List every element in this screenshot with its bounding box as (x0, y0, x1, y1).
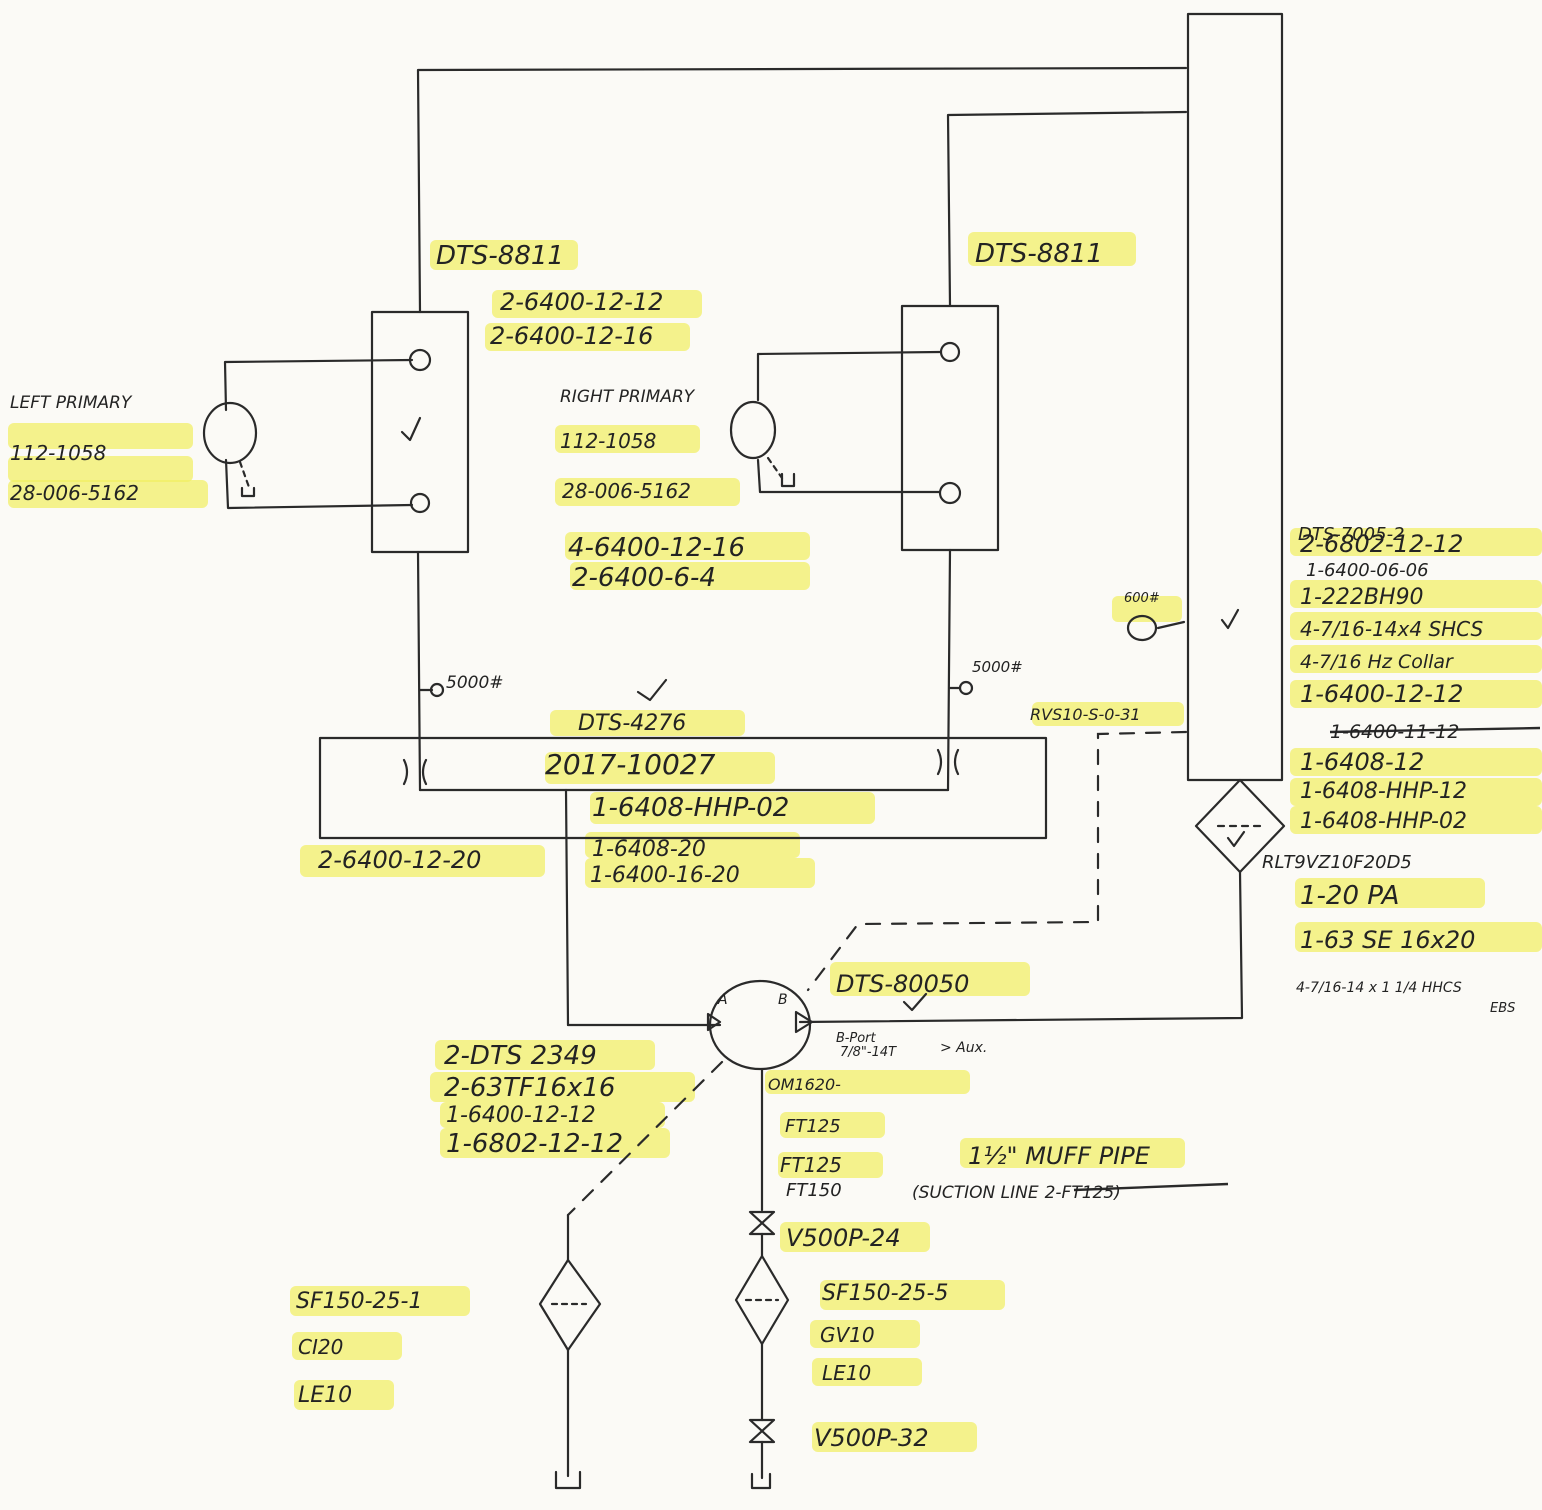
label-left-pn2: 28-006-5162 (10, 481, 139, 505)
label-gauge-right: 5000# (972, 658, 1023, 676)
label-dts8811-left: DTS-8811 (436, 241, 564, 271)
left-primary-pump (202, 401, 258, 465)
valve-v500p-24 (748, 1210, 776, 1236)
label-ft150: FT150 (786, 1180, 842, 1201)
label-left-list-1: 2-DTS 2349 (444, 1041, 597, 1071)
label-2017-10027: 2017-10027 (545, 748, 716, 781)
label-dts8811-right: DTS-8811 (975, 239, 1103, 269)
label-rr3: 4-7/16-14 x 1 1/4 HHCS (1296, 980, 1462, 996)
highlighter-marks (8, 232, 1542, 1452)
label-right-list-9: 1-6408-HHP-12 (1300, 779, 1467, 804)
label-dts80050: DTS-80050 (836, 970, 969, 998)
label-left-list-2: 2-63TF16x16 (444, 1073, 615, 1103)
label-rlt: RLT9VZ10F20D5 (1262, 852, 1412, 873)
label-rr1: 1-20 PA (1300, 881, 1399, 911)
pump-dts-80050 (708, 979, 812, 1071)
label-fitting-b2: 1-6400-16-20 (590, 863, 740, 888)
label-port-a: A (717, 992, 728, 1008)
label-sf150-25-1: SF150-25-1 (296, 1289, 422, 1314)
label-mid-fitting2: 2-6400-6-4 (572, 563, 716, 593)
label-muff-pipe: 1½" MUFF PIPE (968, 1142, 1151, 1170)
label-thread: 7/8"-14T (840, 1045, 897, 1060)
label-left-primary: LEFT PRIMARY (10, 393, 133, 413)
suction-filter-left (538, 1258, 602, 1352)
label-right-pn1: 112-1058 (560, 429, 656, 453)
label-mid-fitting1: 4-6400-12-16 (568, 533, 745, 563)
label-rr2: 1-63 SE 16x20 (1300, 926, 1475, 954)
label-right-list-6: 1-6400-12-12 (1300, 680, 1463, 708)
label-ft125-b: FT125 (780, 1153, 842, 1177)
label-b-port: B-Port (836, 1031, 877, 1046)
label-left-pn1: 112-1058 (10, 441, 106, 465)
label-fitting-b1: 1-6408-20 (592, 837, 706, 862)
label-port-b: B (778, 992, 788, 1008)
label-v500p-24: V500P-24 (786, 1224, 901, 1252)
label-right-list-2: 1-6400-06-06 (1306, 560, 1429, 581)
label-left-bottom: 2-6400-12-20 (318, 846, 481, 874)
label-right-list-1: 2-6802-12-12 (1300, 530, 1463, 558)
label-right-pn2: 28-006-5162 (562, 479, 691, 503)
label-ft125-a: FT125 (785, 1116, 841, 1137)
label-gauge-top: 600# (1124, 591, 1160, 606)
label-right-list-4: 4-7/16-14x4 SHCS (1300, 617, 1484, 641)
circuit-lines (202, 12, 1541, 1490)
right-primary-pump (729, 400, 777, 460)
label-le10-right: LE10 (822, 1361, 871, 1385)
label-left-list-3: 1-6400-12-12 (446, 1103, 596, 1128)
label-right-primary: RIGHT PRIMARY (560, 387, 696, 407)
valve-block-left (370, 310, 470, 554)
label-left-list-4: 1-6802-12-12 (446, 1129, 623, 1159)
gauge-600 (1126, 614, 1158, 642)
label-hhp02: 1-6408-HHP-02 (592, 793, 789, 823)
label-sf150-25-5: SF150-25-5 (822, 1281, 948, 1306)
label-gv10: GV10 (820, 1323, 875, 1347)
label-dts4276: DTS-4276 (578, 711, 686, 736)
label-le10-left: LE10 (298, 1383, 352, 1408)
label-right-list-5: 4-7/16 Hz Collar (1300, 651, 1454, 673)
labels: DTS-8811 DTS-8811 2-6400-12-12 2-6400-12… (10, 239, 1515, 1452)
label-ci20: CI20 (298, 1335, 343, 1359)
label-right-list-8: 1-6408-12 (1300, 748, 1424, 776)
label-rvs: RVS10-S-0-31 (1030, 705, 1141, 724)
label-right-list-3: 1-222BH90 (1300, 585, 1424, 610)
label-aux: > Aux. (940, 1040, 987, 1056)
label-om1620: OM1620- (768, 1075, 841, 1094)
label-v500p-32: V500P-32 (814, 1424, 929, 1452)
label-rr3b: EBS (1490, 1001, 1515, 1016)
label-dts7005: DTS-7005-2 (1298, 524, 1405, 545)
label-gauge-left: 5000# (446, 673, 504, 693)
label-right-list-7: 1-6400-11-12 (1330, 721, 1459, 743)
label-fitting-a1: 2-6400-12-12 (500, 288, 663, 316)
manifold-dts-4276 (318, 736, 1048, 840)
label-right-list-10: 1-6408-HHP-02 (1300, 809, 1467, 834)
valve-v500p-32 (748, 1418, 776, 1444)
manifold-block-dts-7005 (1186, 12, 1284, 782)
label-fitting-a2: 2-6400-12-16 (490, 322, 653, 350)
